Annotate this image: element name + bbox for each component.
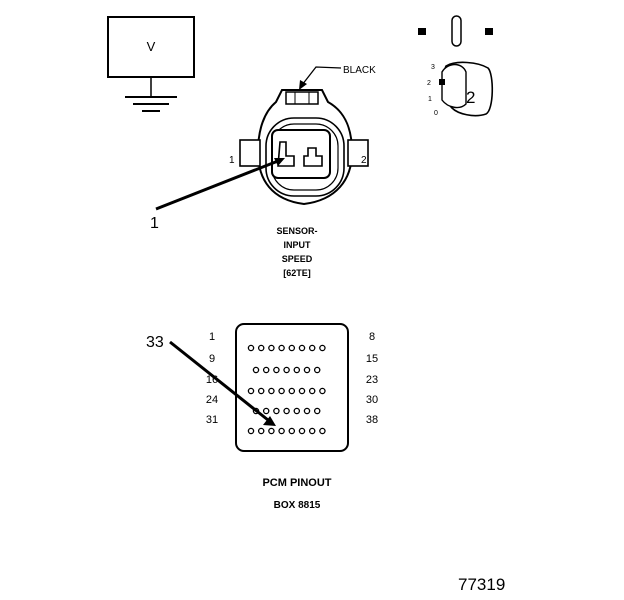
pin-row-left-label: 31 xyxy=(206,414,218,426)
pcm-pin-hole xyxy=(298,344,306,352)
pcm-pin-hole xyxy=(247,344,255,352)
key-icon xyxy=(451,15,462,47)
pcm-pin-hole xyxy=(313,366,321,374)
sensor-connector: BLACK 1 2 1 SENSOR- INPUT SPEED [62TE] xyxy=(150,65,376,278)
pcm-pin-hole xyxy=(252,366,260,374)
pcm-pin-hole xyxy=(303,407,311,415)
pcm-pin-hole xyxy=(293,366,301,374)
pcm-pin-hole xyxy=(268,387,275,395)
wire-color-label: BLACK xyxy=(343,65,376,76)
pcm-pin-hole xyxy=(288,344,296,352)
sensor-caption-line2: INPUT xyxy=(284,240,312,250)
sensor-caption-line4: [62TE] xyxy=(283,268,311,278)
voltmeter-box xyxy=(107,16,195,78)
pin-33-callout: 33 xyxy=(146,334,164,351)
pcm-pin-hole xyxy=(298,387,306,395)
sensor-caption-line1: SENSOR- xyxy=(276,226,317,236)
pcm-pin-hole xyxy=(283,407,290,415)
pin-row-left-label: 24 xyxy=(206,394,218,406)
pcm-pin-hole xyxy=(268,427,275,435)
pcm-pin-hole xyxy=(273,407,280,415)
pcm-pin-hole xyxy=(278,344,285,352)
switch-pos-3: 3 xyxy=(431,64,435,71)
switch-pos-2: 2 xyxy=(427,80,431,87)
pcm-pin-hole xyxy=(262,407,270,415)
terminal-label-1: 1 xyxy=(229,155,235,166)
switch-callout: 2 xyxy=(466,88,475,107)
pcm-pin-hole xyxy=(319,427,326,435)
pcm-caption-title: PCM PINOUT xyxy=(262,477,331,489)
terminal-label-2: 2 xyxy=(361,155,367,166)
pin-row-right-label: 38 xyxy=(366,414,378,426)
pcm-pin-hole xyxy=(257,344,265,352)
pin-row-left-label: 9 xyxy=(209,353,215,365)
pcm-pin-hole xyxy=(293,407,301,415)
pcm-pin-hole xyxy=(262,366,270,374)
figure-number: 77319 xyxy=(458,575,505,594)
pin-row-right-label: 15 xyxy=(366,353,378,365)
terminal-2 xyxy=(303,147,323,167)
pcm-pin-hole xyxy=(288,387,296,395)
ground-symbol xyxy=(125,96,177,112)
pin-row-right-label: 23 xyxy=(366,374,378,386)
pin-33-arrow xyxy=(169,340,269,422)
pcm-pin-hole xyxy=(247,427,255,435)
pcm-pin-hole xyxy=(278,427,285,435)
pcm-pin-hole xyxy=(247,387,255,395)
pin-row-right-label: 8 xyxy=(369,331,375,343)
pcm-pin-hole xyxy=(308,344,316,352)
callout-1-label: 1 xyxy=(150,215,159,232)
pcm-connector-body xyxy=(235,323,349,452)
pcm-pin-hole xyxy=(268,344,275,352)
pcm-pin-hole xyxy=(319,344,326,352)
voltmeter: V xyxy=(107,16,195,112)
pcm-pin-hole xyxy=(308,427,316,435)
pcm-pin-hole xyxy=(303,366,311,374)
pin-row-left-label: 1 xyxy=(209,331,215,343)
pcm-pin-hole xyxy=(319,387,326,395)
pcm-pin-hole xyxy=(308,387,316,395)
pcm-pin-hole xyxy=(278,387,285,395)
pcm-pin-hole xyxy=(283,366,290,374)
switch-pos-0: 0 xyxy=(434,110,438,117)
pcm-pin-hole xyxy=(288,427,296,435)
voltmeter-label: V xyxy=(147,39,156,54)
pcm-pin-hole xyxy=(257,387,265,395)
ignition-switch: 3 2 1 0 2 xyxy=(418,15,494,117)
pcm-caption-box: BOX 8815 xyxy=(274,500,321,511)
switch-pos-1: 1 xyxy=(428,96,432,103)
pcm-pin-hole xyxy=(257,427,265,435)
pcm-pin-hole xyxy=(273,366,280,374)
pcm-pin-hole xyxy=(298,427,306,435)
sensor-caption-line3: SPEED xyxy=(282,254,313,264)
callout-arrow xyxy=(155,159,279,211)
pcm-pin-hole xyxy=(313,407,321,415)
pin-row-right-label: 30 xyxy=(366,394,378,406)
